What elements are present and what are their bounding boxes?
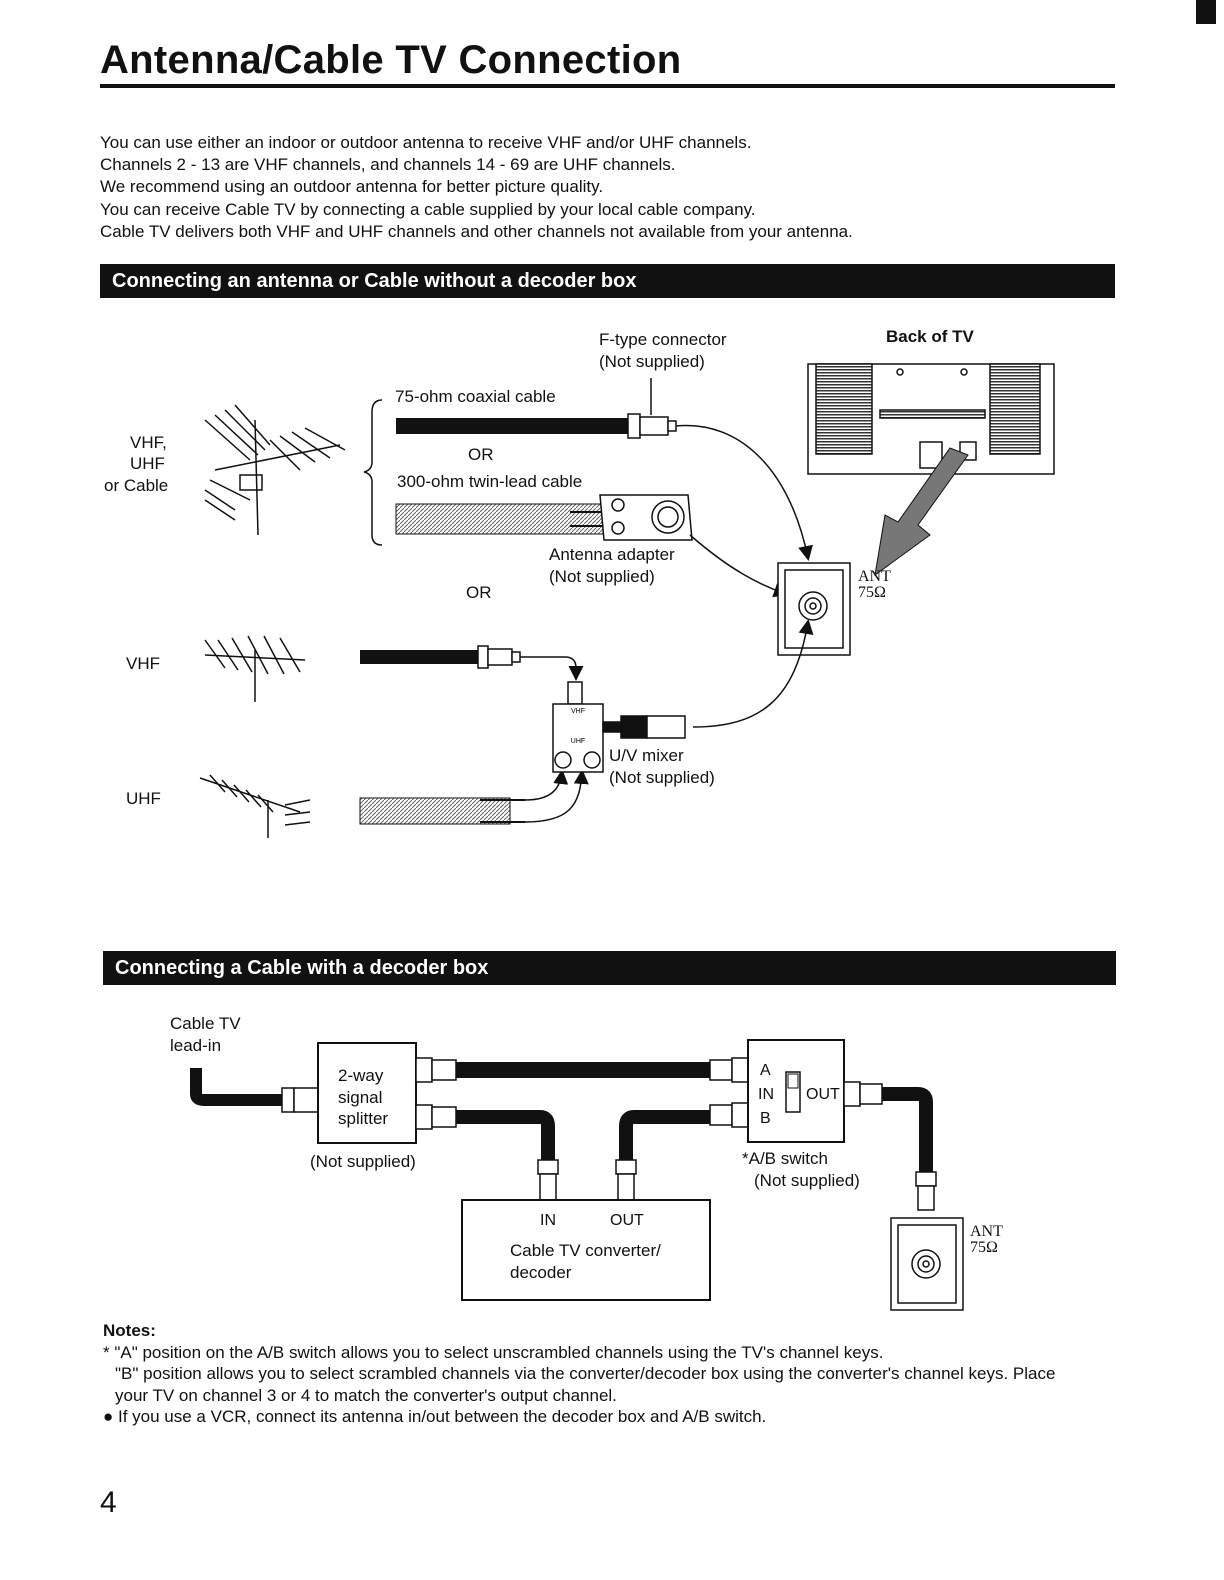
f-type-label: F-type connector: [599, 330, 727, 349]
or-label: OR: [466, 583, 492, 602]
page-number: 4: [100, 1486, 117, 1519]
page-corner-mark: [1196, 0, 1216, 24]
mixer-label: U/V mixer: [609, 746, 684, 765]
ant-wall-plate-icon: [777, 562, 851, 656]
cable-tv-label: Cable TV: [170, 1014, 241, 1033]
splitter-label: signal: [338, 1088, 383, 1107]
converter-label: Cable TV converter/: [510, 1241, 661, 1260]
ab-a-label: A: [760, 1062, 771, 1079]
ant-wall-plate-icon: [890, 1217, 964, 1311]
coax-label: 75-ohm coaxial cable: [395, 387, 556, 406]
antenna-adapter-icon: [599, 494, 693, 541]
ab-out-label: OUT: [806, 1086, 840, 1103]
uhf-label: UHF: [126, 789, 161, 808]
uv-mixer-icon: [552, 681, 686, 773]
vhf-antenna-icon: [204, 635, 306, 702]
vhf-uhf-antenna-icon: [204, 404, 346, 536]
note-line: "B" position allows you to select scramb…: [115, 1364, 1056, 1405]
ant-ohm-label: 75Ω: [970, 1239, 998, 1256]
intro-line: Channels 2 - 13 are VHF channels, and ch…: [100, 155, 676, 175]
lead-in-label: lead-in: [170, 1036, 222, 1055]
adapter-label: Antenna adapter: [549, 545, 675, 564]
brace: [363, 399, 383, 546]
notes-section: Notes: * "A" position on the A/B switch …: [103, 1320, 1103, 1428]
ab-in-label: IN: [758, 1086, 774, 1103]
section1-heading: Connecting an antenna or Cable without a…: [100, 264, 1115, 298]
f-type-note: (Not supplied): [599, 352, 705, 371]
uhf-antenna-icon: [199, 774, 311, 838]
mixer-uhf-label: UHF: [571, 738, 585, 745]
intro-paragraph: You can use either an indoor or outdoor …: [100, 132, 853, 243]
cable-converter-box: [461, 1199, 711, 1301]
mixer-vhf-label: VHF: [571, 708, 585, 715]
antenna-type-label: UHF: [130, 454, 165, 473]
ab-switch-label: *A/B switch: [742, 1149, 828, 1168]
f-type-connector-icon: [627, 413, 677, 439]
ab-switch-note: (Not supplied): [754, 1171, 860, 1190]
splitter-note: (Not supplied): [310, 1152, 416, 1171]
converter-in-label: IN: [540, 1212, 556, 1229]
note-line: ● If you use a VCR, connect its antenna …: [103, 1407, 767, 1426]
twin-lead-cable: [395, 503, 609, 535]
intro-line: You can use either an indoor or outdoor …: [100, 133, 752, 152]
intro-line: You can receive Cable TV by connecting a…: [100, 199, 756, 219]
converter-label: decoder: [510, 1263, 572, 1282]
converter-out-label: OUT: [610, 1212, 644, 1229]
section2-heading: Connecting a Cable with a decoder box: [103, 951, 1116, 985]
coaxial-cable: [396, 418, 628, 434]
title-rule: [100, 84, 1115, 88]
tv-jack-callout-arrow: [874, 447, 969, 577]
tv-back-panel: [807, 363, 1055, 475]
ab-switch-box: [747, 1039, 845, 1143]
ant-label: ANT: [970, 1223, 1003, 1240]
antenna-type-label: or Cable: [104, 476, 169, 495]
vhf-label: VHF: [126, 654, 160, 673]
ant-label: ANT: [858, 568, 891, 585]
intro-line: We recommend using an outdoor antenna fo…: [100, 177, 604, 197]
intro-line: Cable TV delivers both VHF and UHF chann…: [100, 221, 853, 241]
note-line: * "A" position on the A/B switch allows …: [103, 1342, 884, 1362]
mixer-note: (Not supplied): [609, 768, 715, 787]
ab-b-label: B: [760, 1110, 771, 1127]
ant-ohm-label: 75Ω: [858, 584, 886, 601]
splitter-label: splitter: [338, 1109, 389, 1128]
twin-lead-label: 300-ohm twin-lead cable: [397, 472, 583, 491]
back-of-tv-label: Back of TV: [886, 327, 974, 346]
antenna-type-label: VHF,: [130, 433, 167, 452]
signal-splitter-box: [317, 1042, 417, 1144]
notes-heading: Notes:: [103, 1321, 156, 1340]
splitter-label: 2-way: [338, 1066, 384, 1085]
page-title: Antenna/Cable TV Connection: [100, 38, 682, 82]
or-label: OR: [468, 445, 494, 464]
cable-lead-in: [190, 1068, 282, 1106]
adapter-note: (Not supplied): [549, 567, 655, 586]
